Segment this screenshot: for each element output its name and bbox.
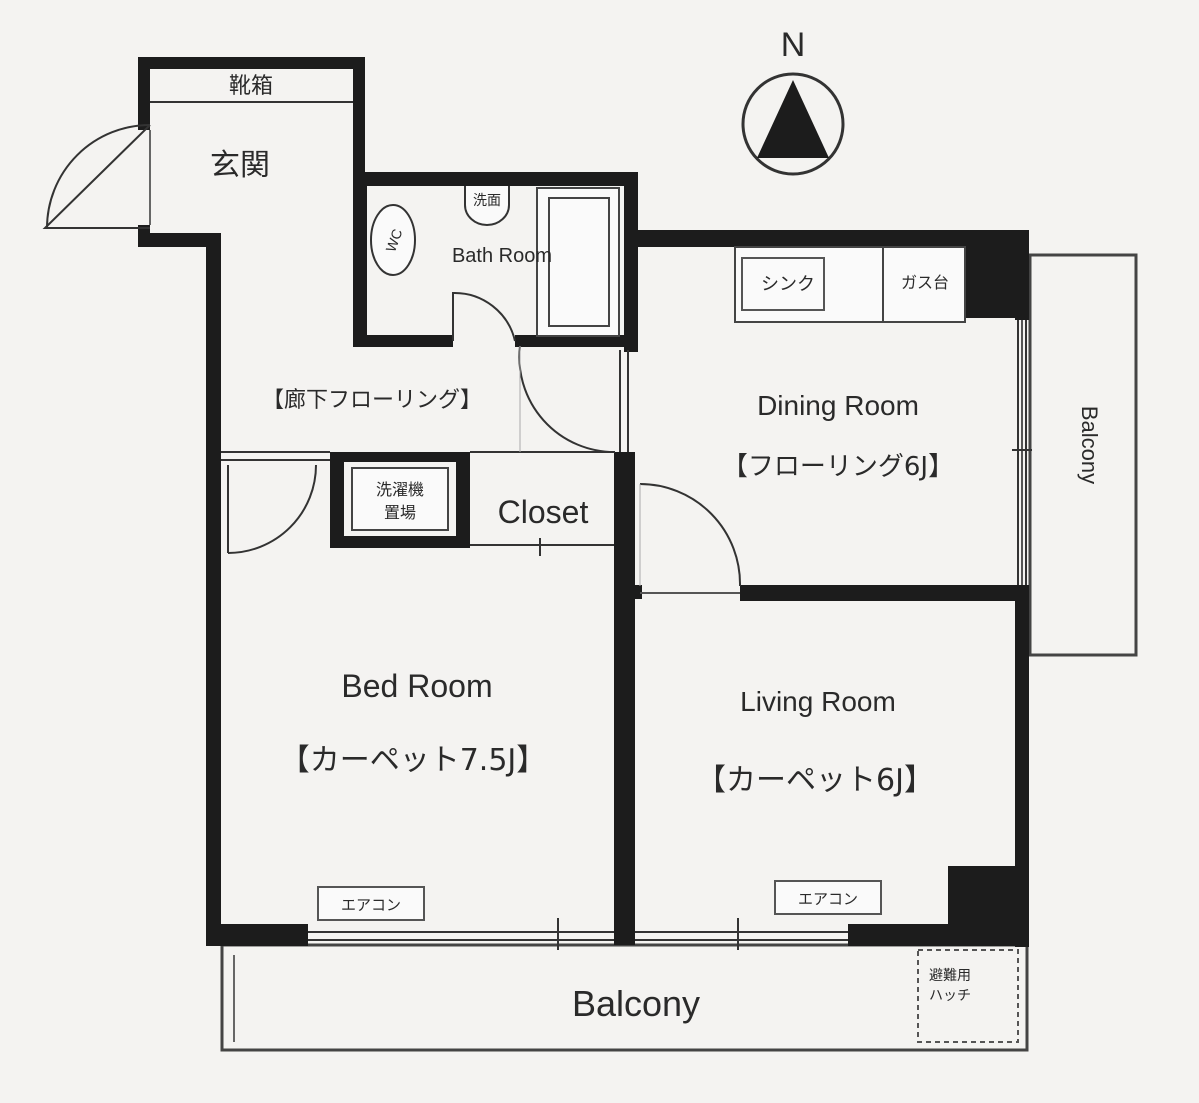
north-label: N: [781, 26, 806, 64]
washbasin: [464, 186, 510, 226]
aircon-bed-label: エアコン: [341, 896, 401, 914]
dining-room-floor: 【フローリング6J】: [722, 452, 954, 482]
wall-east-lower: [1015, 585, 1029, 947]
compass-ring: [741, 72, 845, 176]
laundry-label-1: 洗濯機: [376, 480, 424, 499]
entrance-block: 靴箱 玄関: [42, 57, 365, 247]
gas-stove-label: ガス台: [901, 273, 949, 292]
bed-room: Bed Room 【カーペット7.5J】 エアコン: [280, 668, 547, 921]
bed-room-floor: 【カーペット7.5J】: [280, 743, 547, 778]
living-room: Living Room 【カーペット6J】 エアコン: [696, 686, 934, 915]
toilet-label: WC: [382, 227, 405, 254]
living-room-name: Living Room: [740, 686, 896, 717]
aircon-bed: [317, 886, 425, 921]
side-balcony-outline: [1028, 253, 1138, 657]
dining-room-name: Dining Room: [757, 390, 919, 421]
wall-bath-top: [353, 172, 638, 186]
living-room-floor: 【カーペット6J】: [696, 763, 934, 798]
aircon-living-label: エアコン: [798, 890, 858, 908]
escape-hatch-label-2: ハッチ: [929, 988, 971, 1004]
bath-room-label: Bath Room: [452, 245, 552, 267]
closet-label: Closet: [498, 494, 589, 530]
compass: N: [741, 26, 845, 176]
toilet: [370, 204, 416, 276]
wall-bath-south-2: [515, 335, 638, 347]
escape-hatch: [917, 949, 1019, 1043]
aircon-living: [774, 880, 882, 915]
sink-label: シンク: [761, 274, 815, 295]
side-balcony-label: Balcony: [1077, 406, 1102, 484]
hallway: 【廊下フローリング】: [221, 345, 629, 461]
wall-bath-west: [353, 172, 367, 344]
wall-east-upper: [1015, 230, 1029, 320]
wall-west: [206, 233, 221, 945]
wall-south-left: [206, 924, 308, 946]
wall-bath-east: [624, 172, 638, 352]
wall-living-top: [740, 585, 1029, 601]
entrance-door: [42, 124, 151, 229]
wall-kitchen-top: [624, 230, 1029, 247]
bed-room-name: Bed Room: [341, 668, 492, 704]
bathtub-inner: [548, 197, 610, 327]
laundry-label-2: 置場: [384, 503, 416, 522]
balcony-label: Balcony: [572, 983, 700, 1024]
laundry-box: [351, 467, 449, 531]
wall-bath-south: [353, 335, 453, 347]
sink: [741, 257, 825, 311]
bath-area: WC 洗面 Bath Room: [370, 186, 620, 342]
laundry-closet: 洗濯機 置場 Closet: [227, 452, 614, 556]
dining-room: シンク ガス台 Dining Room 【フローリング6J】: [639, 246, 966, 594]
wall-living-top-stub: [614, 585, 642, 599]
shoe-box-label: 靴箱: [229, 74, 273, 99]
north-arrow-icon: [757, 80, 829, 158]
wall-south-right: [848, 924, 1029, 946]
escape-hatch-label-1: 避難用: [929, 968, 971, 984]
washbasin-label: 洗面: [473, 193, 501, 209]
hallway-label: 【廊下フローリング】: [262, 388, 482, 413]
entrance-label: 玄関: [210, 148, 270, 183]
bathtub-outer: [536, 187, 620, 337]
wall-center: [614, 452, 635, 945]
